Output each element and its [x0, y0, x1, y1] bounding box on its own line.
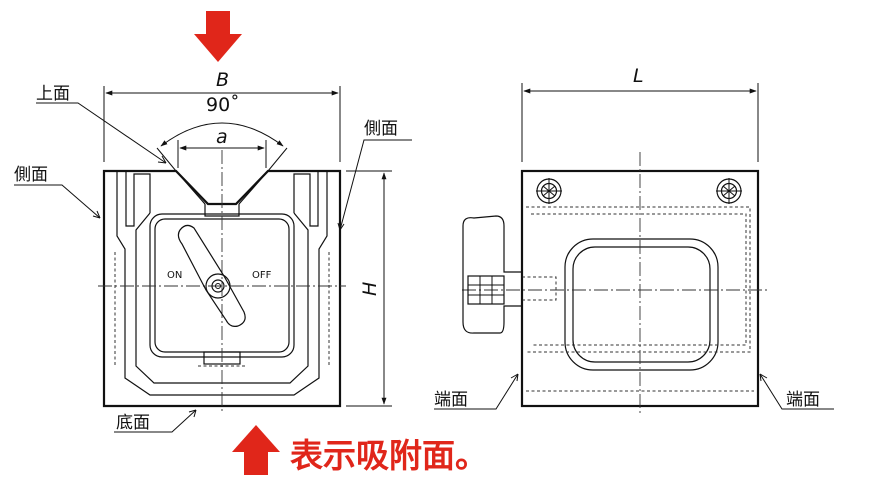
- top-face-label: 上面: [36, 84, 70, 104]
- dimension-a-label: a: [216, 126, 228, 148]
- arrow-down-icon: [194, 11, 242, 62]
- bottom-face-label: 底面: [116, 413, 150, 433]
- front-view: ON OFF: [98, 150, 346, 414]
- dimension-b: B: [103, 69, 341, 162]
- legend: 表示吸附面。: [232, 425, 488, 475]
- leader-bottom-face: 底面: [114, 409, 197, 433]
- side-face-left-label: 側面: [14, 165, 48, 185]
- dimension-h: H: [346, 170, 392, 407]
- end-face-left-label: 端面: [434, 390, 468, 410]
- dimension-angle-label: 90˚: [206, 94, 240, 116]
- leader-side-face-left: 側面: [14, 165, 101, 219]
- legend-text: 表示吸附面。: [290, 436, 488, 475]
- leader-top-face: 上面: [36, 84, 167, 164]
- dimension-a: a: [177, 126, 267, 168]
- side-view: [462, 152, 770, 414]
- leader-end-face-left: 端面: [434, 373, 519, 410]
- dimension-b-label: B: [216, 69, 229, 91]
- dimension-l-label: L: [633, 65, 644, 87]
- switch-on-label: ON: [167, 270, 182, 281]
- dimension-l: L: [521, 65, 759, 162]
- leader-side-face-right: 側面: [337, 119, 412, 231]
- arrow-up-icon: [232, 425, 280, 475]
- leader-end-face-right: 端面: [759, 373, 834, 410]
- knob-icon: [462, 215, 523, 334]
- end-face-right-label: 端面: [786, 390, 820, 410]
- dimension-angle: 90˚: [156, 94, 288, 172]
- lever-handle: [177, 224, 246, 327]
- side-face-right-label: 側面: [364, 119, 398, 139]
- dimension-h-label: H: [359, 282, 381, 296]
- switch-off-label: OFF: [252, 270, 272, 281]
